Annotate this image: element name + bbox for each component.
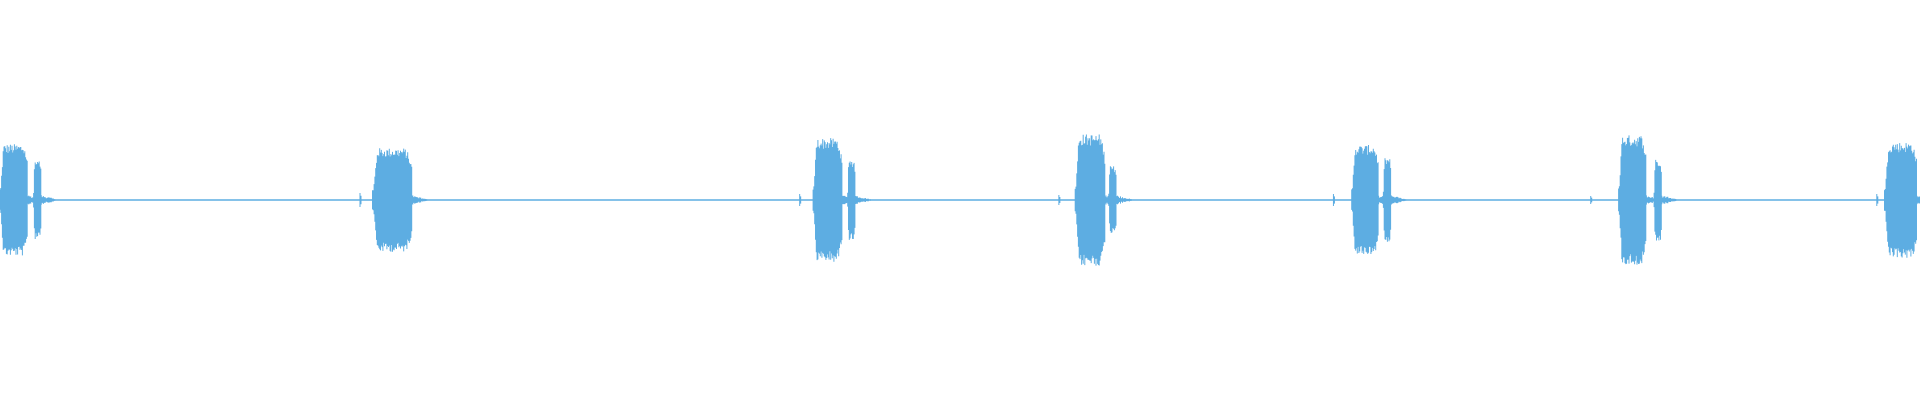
waveform-burst bbox=[1884, 143, 1920, 258]
waveform-blip bbox=[1590, 196, 1593, 204]
waveform-blip bbox=[359, 193, 362, 207]
waveform-blip bbox=[1058, 195, 1061, 205]
waveform-burst-path bbox=[1884, 143, 1920, 258]
waveform-burst-path bbox=[847, 161, 873, 240]
waveform-burst-path bbox=[1108, 166, 1134, 233]
waveform-burst-path bbox=[372, 148, 430, 252]
waveform-blip bbox=[1876, 194, 1879, 206]
waveform-burst-path bbox=[33, 161, 59, 239]
waveform-burst bbox=[1382, 158, 1409, 242]
waveform-blip bbox=[799, 194, 802, 206]
waveform-burst-path bbox=[1653, 159, 1680, 241]
waveform-burst-path bbox=[1382, 158, 1409, 242]
waveform-burst bbox=[1653, 159, 1680, 241]
waveform-burst bbox=[33, 161, 59, 239]
waveform-burst bbox=[847, 161, 873, 240]
waveform-blip bbox=[1332, 194, 1335, 206]
waveform-burst bbox=[372, 148, 430, 252]
waveform-burst bbox=[1108, 166, 1134, 233]
